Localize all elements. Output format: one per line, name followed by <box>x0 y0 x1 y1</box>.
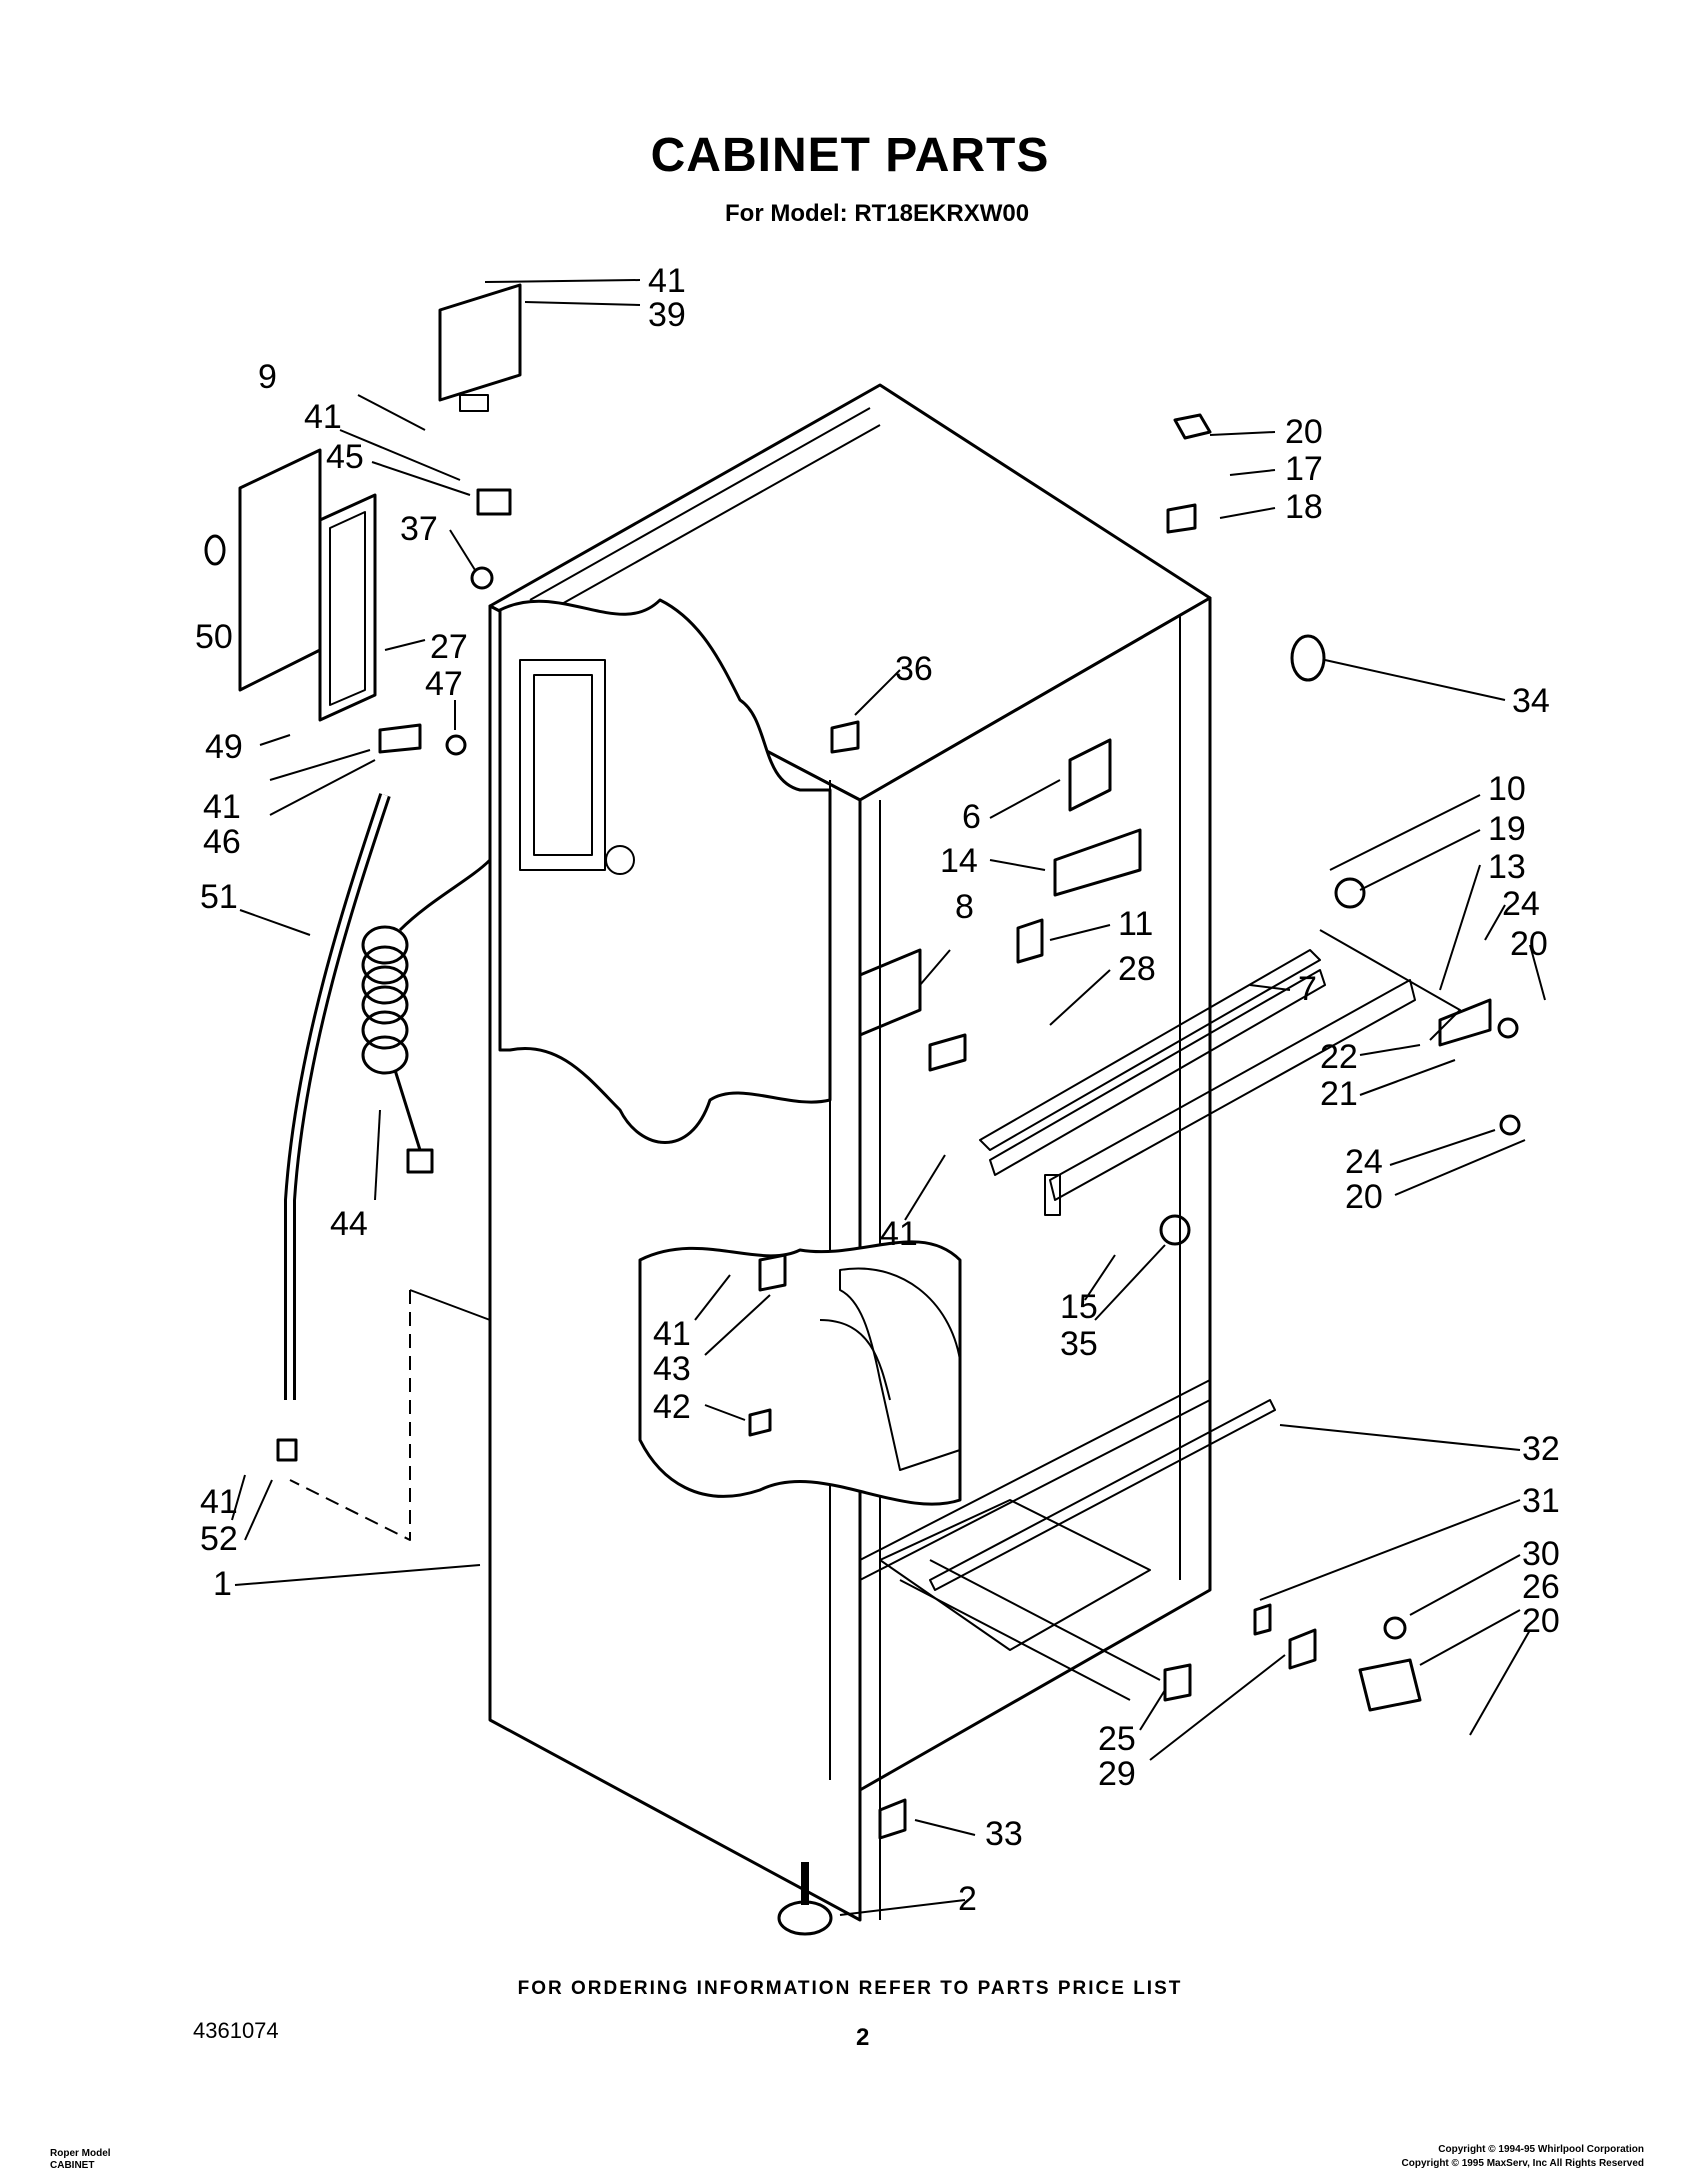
callout-45: 45 <box>326 438 364 476</box>
callout-20: 20 <box>1285 413 1323 451</box>
callout-10: 10 <box>1488 770 1526 808</box>
model-subtitle: For Model: RT18EKRXW00 <box>725 200 1029 228</box>
callout-20: 20 <box>1522 1602 1560 1640</box>
base-panel-outline <box>289 1290 411 1541</box>
callout-37: 37 <box>400 510 438 548</box>
callout-2: 2 <box>958 1880 977 1918</box>
copyright-line-2: Copyright © 1995 MaxServ, Inc All Rights… <box>1401 2158 1644 2169</box>
light-lens <box>318 493 377 722</box>
callout-7: 7 <box>1298 970 1317 1008</box>
callout-32: 32 <box>1522 1430 1560 1468</box>
rail-assembly <box>979 929 1461 1216</box>
model-line-1: Roper Model <box>50 2148 111 2159</box>
callout-41: 41 <box>648 262 686 300</box>
callout-13: 13 <box>1488 848 1526 886</box>
callout-43: 43 <box>653 1350 691 1388</box>
callout-35: 35 <box>1060 1325 1098 1363</box>
callout-22: 22 <box>1320 1038 1358 1076</box>
ordering-note: FOR ORDERING INFORMATION REFER TO PARTS … <box>517 1978 1183 1999</box>
callout-46: 46 <box>203 823 241 861</box>
model-line-2: CABINET <box>50 2160 95 2171</box>
callout-20: 20 <box>1510 925 1548 963</box>
callout-39: 39 <box>648 296 686 334</box>
callout-50: 50 <box>195 618 233 656</box>
callout-14: 14 <box>940 842 978 880</box>
callout-17: 17 <box>1285 450 1323 488</box>
model-number: RT18EKRXW00 <box>854 200 1030 227</box>
page-title: CABINET PARTS <box>650 129 1050 182</box>
callout-41: 41 <box>200 1483 238 1521</box>
callout-29: 29 <box>1098 1755 1136 1793</box>
callout-19: 19 <box>1488 810 1526 848</box>
cabinet-body <box>488 383 1276 1922</box>
callout-26: 26 <box>1522 1568 1560 1606</box>
callout-49: 49 <box>205 728 243 766</box>
callout-28: 28 <box>1118 950 1156 988</box>
callout-47: 47 <box>425 665 463 703</box>
callout-44: 44 <box>330 1205 368 1243</box>
leader-lines <box>231 279 1546 1916</box>
document-number: 4361074 <box>193 2018 279 2043</box>
callout-42: 42 <box>653 1388 691 1426</box>
callout-41: 41 <box>880 1215 918 1253</box>
model-prefix: For Model: <box>725 200 848 227</box>
callout-34: 34 <box>1512 682 1550 720</box>
callout-30: 30 <box>1522 1535 1560 1573</box>
control-panel <box>238 448 322 692</box>
callout-41: 41 <box>304 398 342 436</box>
copyright-line-1: Copyright © 1994-95 Whirlpool Corporatio… <box>1438 2144 1644 2155</box>
top-bracket <box>438 283 522 402</box>
page-number: 2 <box>856 2024 870 2051</box>
callout-27: 27 <box>430 628 468 666</box>
callout-36: 36 <box>895 650 933 688</box>
callout-24: 24 <box>1345 1143 1383 1181</box>
callout-41: 41 <box>653 1315 691 1353</box>
callout-25: 25 <box>1098 1720 1136 1758</box>
callout-15: 15 <box>1060 1288 1098 1326</box>
callout-11: 11 <box>1118 905 1153 943</box>
callout-20: 20 <box>1345 1178 1383 1216</box>
small-parts <box>204 413 1521 1936</box>
callout-1: 1 <box>213 1565 232 1603</box>
callout-labels: 41 39 9 41 45 37 50 27 47 49 41 46 51 44… <box>195 262 1560 1918</box>
callout-51: 51 <box>200 878 238 916</box>
callout-41: 41 <box>203 788 241 826</box>
callout-33: 33 <box>985 1815 1023 1853</box>
callout-31: 31 <box>1522 1482 1560 1520</box>
callout-52: 52 <box>200 1520 238 1558</box>
power-cord-coil <box>361 858 492 1174</box>
callout-8: 8 <box>955 888 974 926</box>
callout-6: 6 <box>962 798 981 836</box>
callout-9: 9 <box>258 358 277 396</box>
callout-18: 18 <box>1285 488 1323 526</box>
callout-21: 21 <box>1320 1075 1358 1113</box>
callout-24: 24 <box>1502 885 1540 923</box>
